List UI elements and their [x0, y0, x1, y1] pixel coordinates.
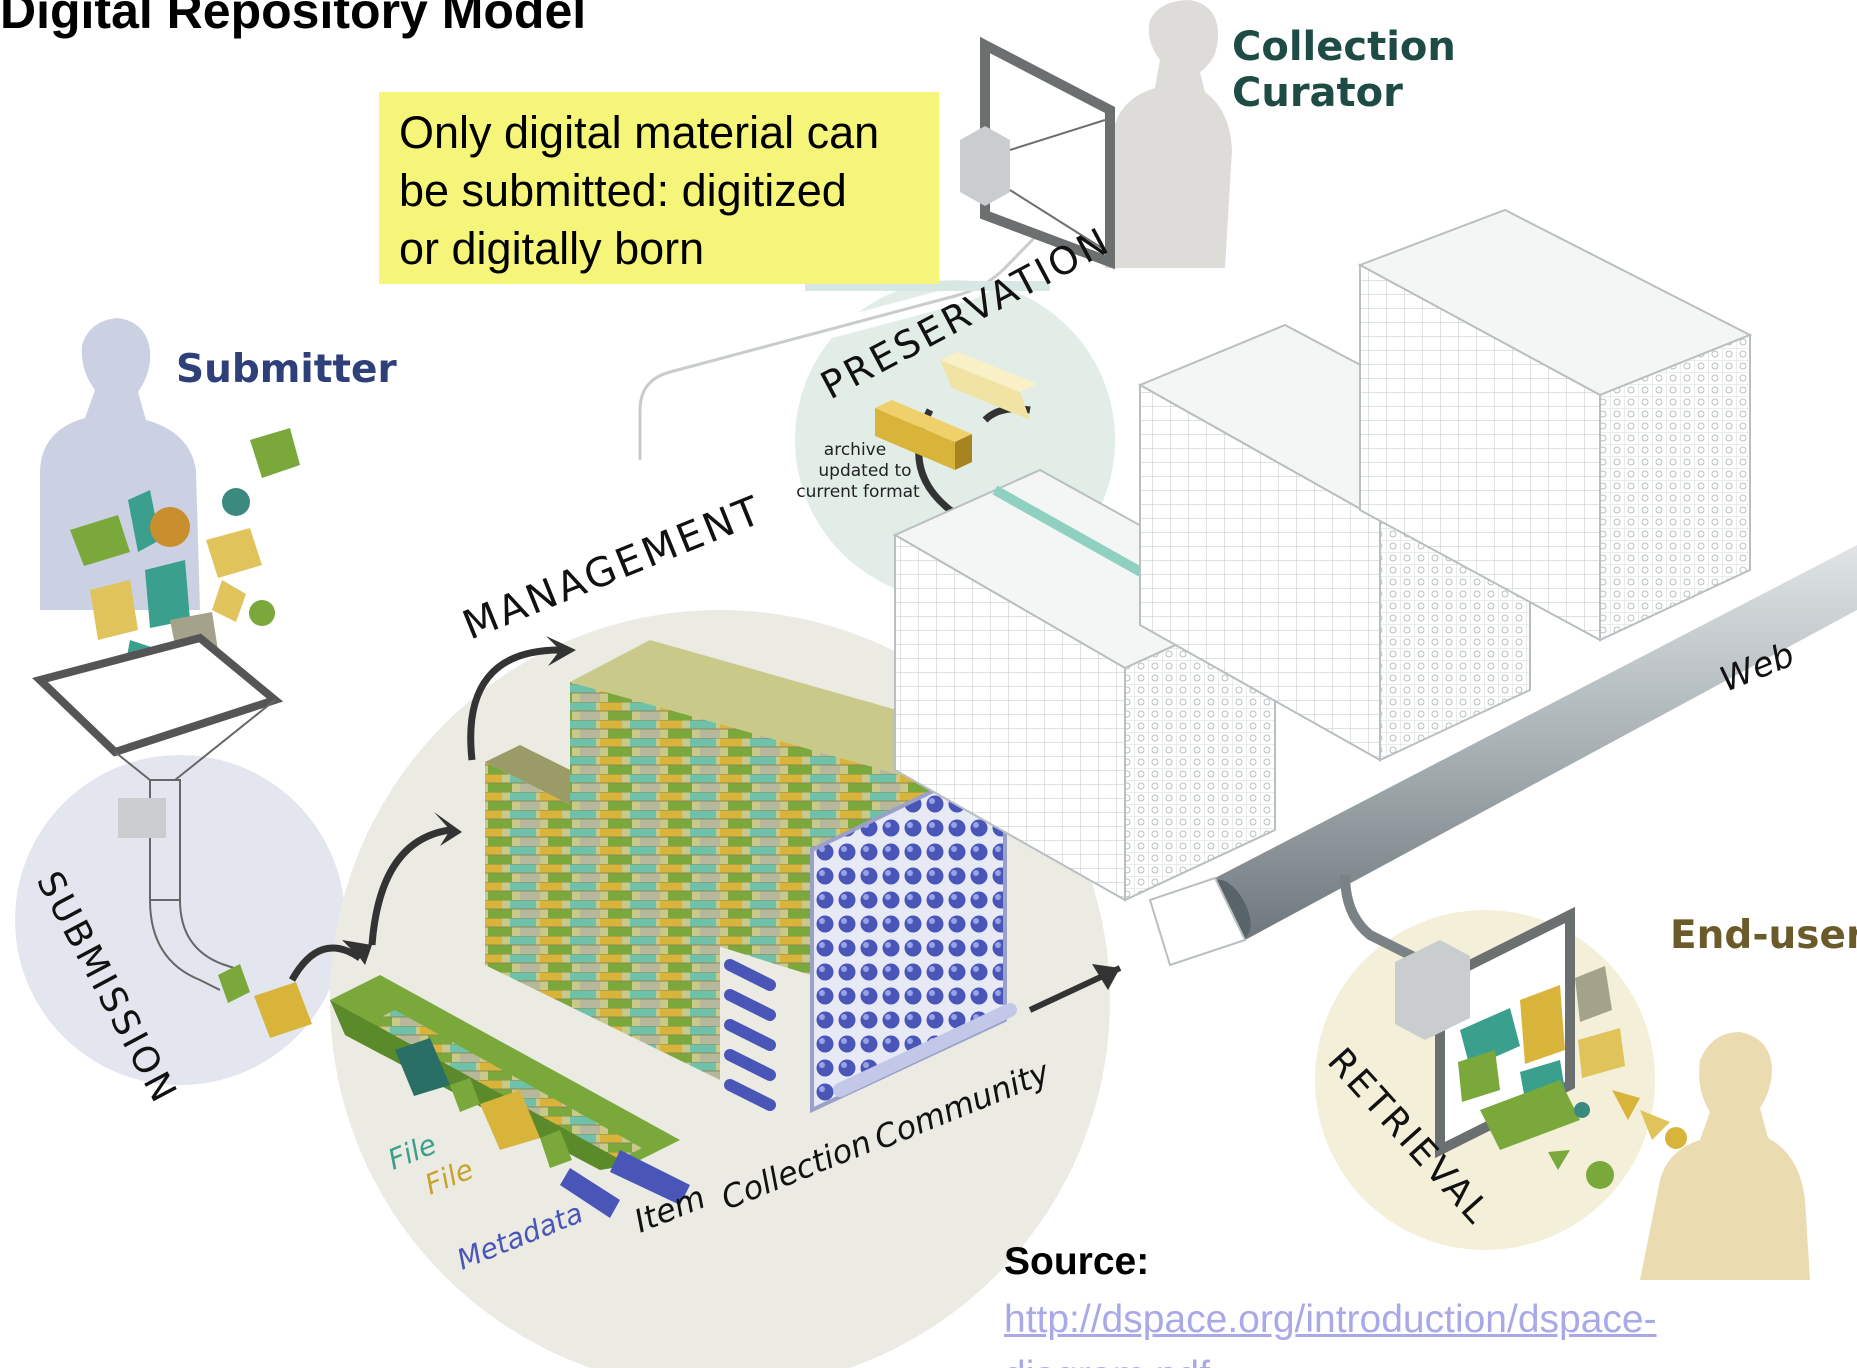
- source-link[interactable]: http://dspace.org/introduction/dspace- d…: [1004, 1292, 1764, 1368]
- callout-line-2: be submitted: digitized: [399, 165, 847, 216]
- curator-screen-icon: [960, 36, 1115, 270]
- end-user-figure: [1640, 1032, 1810, 1280]
- source-link-line-2[interactable]: diagram.pdf: [1004, 1348, 1764, 1368]
- source-link-line-1[interactable]: http://dspace.org/introduction/dspace-: [1004, 1298, 1657, 1341]
- callout-line-3: or digitally born: [399, 223, 705, 274]
- curator-label-line-2: Curator: [1232, 70, 1403, 116]
- preservation-caption-line-2: updated to: [818, 461, 911, 481]
- submitter-label: Submitter: [176, 347, 398, 392]
- page-title: Digital Repository Model: [0, 0, 587, 39]
- retrieval-objects: [1458, 966, 1687, 1189]
- preservation-caption-line-1: archive: [824, 440, 886, 460]
- end-user-label: End-user: [1670, 913, 1857, 958]
- preservation-caption-line-3: current format: [796, 482, 920, 502]
- source-label: Source:: [1004, 1240, 1150, 1283]
- submission-packages: [218, 964, 312, 1038]
- archive-block-3: [1357, 208, 1753, 642]
- callout-line-1: Only digital material can: [399, 107, 880, 158]
- collection-curator-figure: [1105, 0, 1232, 268]
- web-pipe: [1148, 545, 1857, 967]
- item-bundle: [330, 975, 690, 1218]
- preservation-objects: [875, 352, 1038, 470]
- submission-funnel: [32, 633, 284, 991]
- callout-note: Only digital material can be submitted: …: [379, 92, 939, 284]
- curator-label-line-1: Collection: [1232, 24, 1456, 70]
